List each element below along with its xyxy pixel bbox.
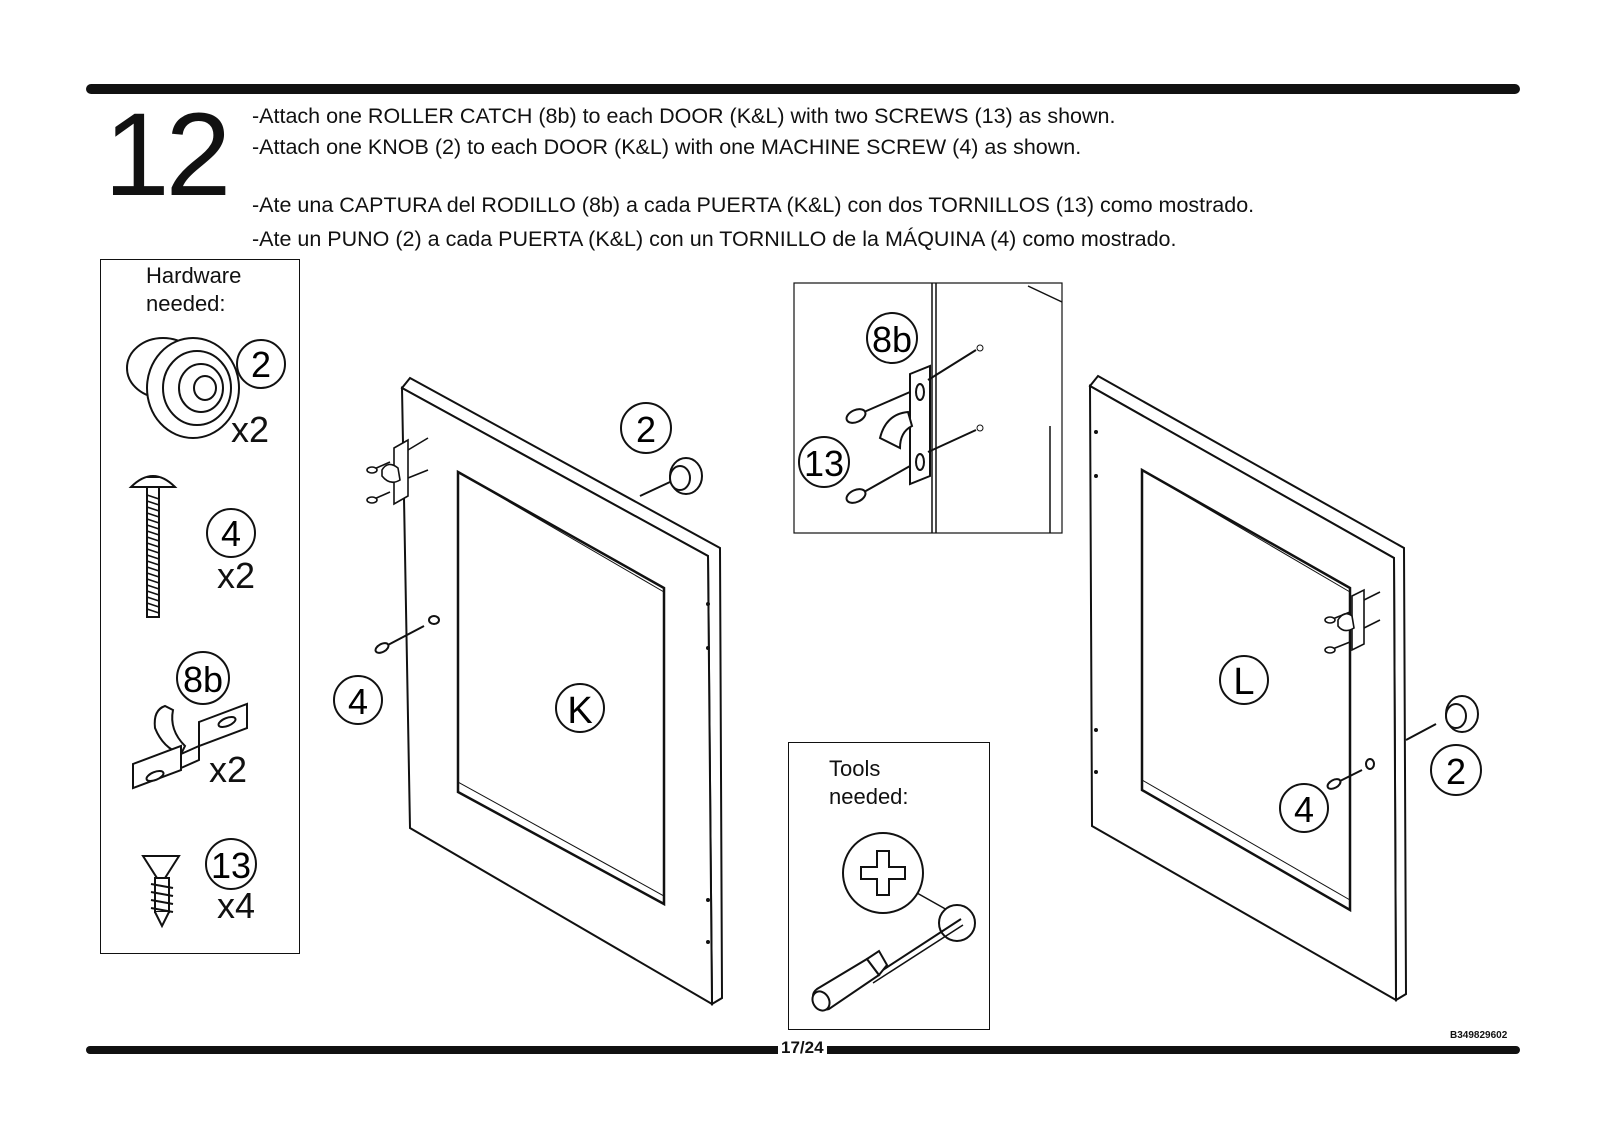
detail-catch-label: 8b — [872, 319, 912, 360]
item-13-label: 13 — [211, 845, 251, 886]
instruction-en-2: -Attach one KNOB (2) to each DOOR (K&L) … — [252, 135, 1082, 159]
door-k-knob — [639, 457, 703, 497]
item-2-label: 2 — [251, 344, 271, 385]
door-k-screw — [374, 615, 440, 654]
door-l-knob — [1405, 695, 1479, 741]
tools-box: Tools needed: — [788, 742, 990, 1030]
hardware-title-2: needed: — [146, 291, 226, 316]
phillips-screwdriver-icon — [811, 832, 976, 1012]
door-l-screw-label: 4 — [1294, 789, 1314, 830]
knob-icon: 2 — [126, 337, 286, 439]
item-4-label: 4 — [221, 513, 241, 554]
door-k-knob-label: 2 — [636, 409, 656, 450]
step-number: 12 — [104, 89, 231, 221]
item-4-qty: x2 — [217, 555, 256, 596]
hardware-box: Hardware needed: 2 x2 — [100, 259, 300, 954]
roller-catch-icon: 8b — [132, 651, 248, 790]
item-8b-qty: x2 — [209, 749, 248, 790]
wood-screw-icon: 13 — [141, 838, 257, 929]
door-l-label: L — [1233, 661, 1254, 703]
machine-screw-icon: 4 — [128, 475, 256, 618]
door-l-knob-label: 2 — [1446, 751, 1466, 792]
detail-screw-label: 13 — [804, 443, 844, 484]
item-13-qty: x4 — [217, 885, 256, 926]
instruction-en-1: -Attach one ROLLER CATCH (8b) to each DO… — [252, 104, 1116, 128]
tools-title-2: needed: — [829, 784, 909, 809]
tools-title-1: Tools — [829, 756, 881, 781]
instruction-es-1: -Ate una CAPTURA del RODILLO (8b) a cada… — [252, 193, 1255, 217]
hardware-title-1: Hardware — [146, 263, 242, 288]
door-k-screw-label: 4 — [348, 681, 368, 722]
item-2-qty: x2 — [231, 409, 270, 450]
door-l-catch — [1324, 588, 1381, 654]
item-8b-label: 8b — [183, 659, 223, 700]
doc-code: B349829602 — [1450, 1030, 1508, 1041]
door-k-catch — [366, 437, 429, 506]
detail-catch — [845, 349, 977, 504]
top-rule — [86, 84, 1520, 94]
door-k-label: K — [567, 690, 592, 732]
page-number: 17/24 — [778, 1038, 827, 1058]
instruction-es-2: -Ate un PUNO (2) a cada PUERTA (K&L) con… — [252, 227, 1177, 251]
door-l-screw — [1326, 758, 1375, 790]
door-k — [400, 376, 724, 1006]
